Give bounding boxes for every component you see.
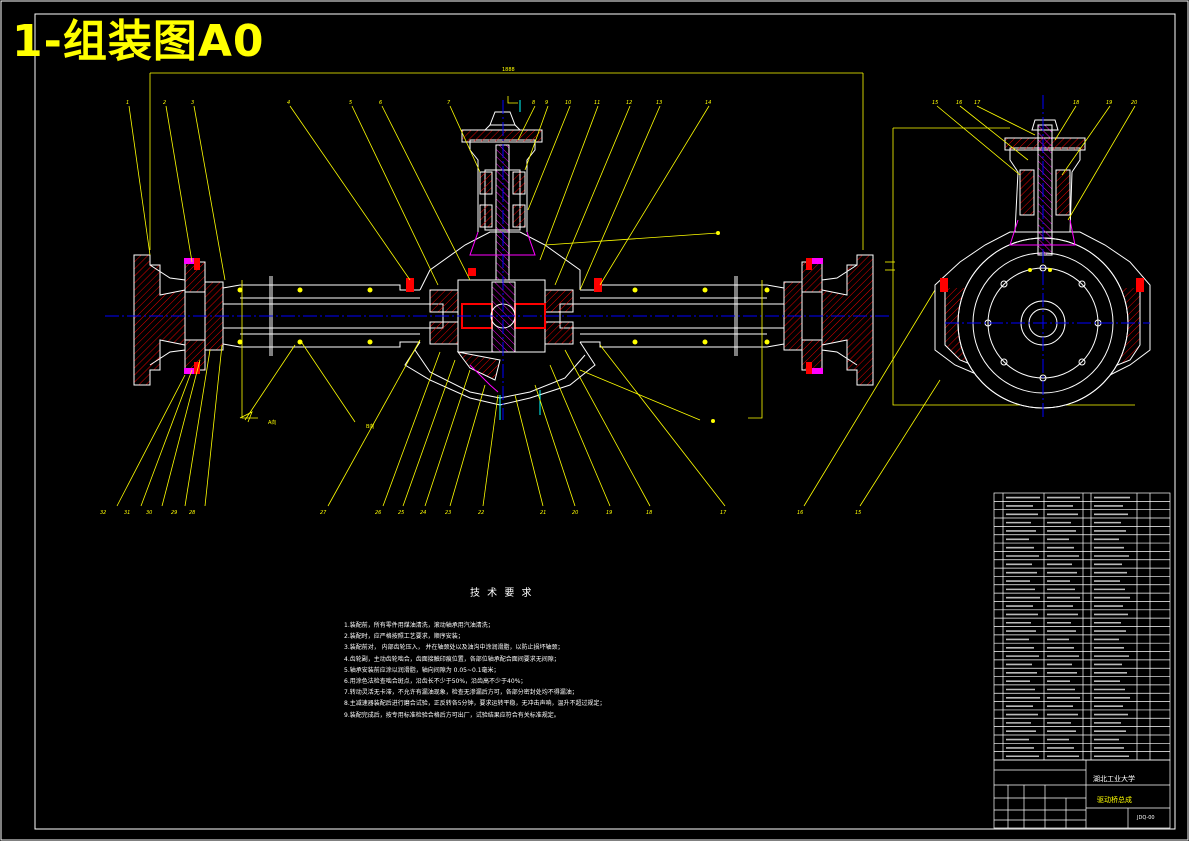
svg-text:23: 23 bbox=[445, 510, 451, 516]
svg-text:9: 9 bbox=[545, 100, 548, 106]
svg-text:28: 28 bbox=[189, 510, 195, 516]
title-block-drawing-name: 驱动桥总成 bbox=[1097, 796, 1132, 804]
leader-lines-bottom bbox=[116, 289, 941, 507]
svg-text:5: 5 bbox=[349, 100, 352, 106]
requirement-item: 2.装配时，应严格按照工艺要求，顺序安装； bbox=[344, 633, 464, 641]
svg-text:15: 15 bbox=[855, 510, 861, 516]
side-view bbox=[892, 95, 1151, 420]
svg-text:A向: A向 bbox=[268, 419, 276, 426]
svg-text:15: 15 bbox=[932, 100, 938, 106]
svg-text:16: 16 bbox=[956, 100, 962, 106]
title-block bbox=[993, 759, 1171, 829]
svg-text:27: 27 bbox=[320, 510, 327, 516]
requirement-item: 4.齿轮副，主动齿轮啮合，齿面接触印痕位置，各部位轴承配合面间要求无间隙； bbox=[344, 655, 560, 663]
svg-text:25: 25 bbox=[398, 510, 404, 516]
svg-text:19: 19 bbox=[1106, 100, 1112, 106]
svg-text:3: 3 bbox=[191, 100, 194, 106]
svg-text:22: 22 bbox=[478, 510, 484, 516]
parts-list-table bbox=[993, 492, 1171, 761]
svg-text:24: 24 bbox=[420, 510, 426, 516]
svg-text:17: 17 bbox=[974, 100, 981, 106]
title-block-school: 湖北工业大学 bbox=[1093, 775, 1135, 783]
leader-lines-top bbox=[128, 105, 719, 423]
requirements-list: 1.装配前，所有零件用煤油清洗，滚动轴承用汽油清洗； 2.装配时，应严格按照工艺… bbox=[344, 620, 764, 721]
title-block-drawing-number: JDQ-00 bbox=[1137, 815, 1155, 821]
requirements-title: 技 术 要 求 bbox=[470, 588, 534, 599]
requirement-item: 1.装配前，所有零件用煤油清洗，滚动轴承用汽油清洗； bbox=[344, 622, 494, 629]
inner-border bbox=[34, 13, 1176, 830]
requirement-item: 3.装配前对， 内部齿轮压入， 并在轴颈处以及油沟中涂润滑脂，以防止损坏轴颈； bbox=[344, 644, 564, 652]
svg-text:30: 30 bbox=[146, 510, 152, 516]
svg-text:31: 31 bbox=[124, 510, 130, 516]
svg-text:6: 6 bbox=[379, 100, 382, 106]
svg-text:29: 29 bbox=[171, 510, 177, 516]
requirement-item: 8.主减速器装配后进行磨合试验，正反转各5分钟，要求运转平稳，无冲击声响，温升不… bbox=[344, 700, 606, 708]
svg-text:18: 18 bbox=[1073, 100, 1079, 106]
drawing-title: 1-组装图A0 bbox=[12, 16, 265, 67]
svg-text:16: 16 bbox=[797, 510, 803, 516]
svg-text:26: 26 bbox=[375, 510, 381, 516]
requirement-item: 6.用涂色法检查啮合斑点，沿齿长不少于50%，沿齿高不少于40%； bbox=[344, 678, 527, 686]
svg-text:18: 18 bbox=[646, 510, 652, 516]
svg-text:20: 20 bbox=[572, 510, 578, 516]
svg-text:14: 14 bbox=[705, 100, 711, 106]
leader-lines-side bbox=[936, 105, 1136, 221]
svg-text:7: 7 bbox=[447, 100, 451, 106]
svg-text:12: 12 bbox=[626, 100, 632, 106]
svg-text:20: 20 bbox=[1131, 100, 1137, 106]
requirement-item: 5.轴承安装前应涂以润滑脂，轴向间隙为 0.05~0.1毫米； bbox=[344, 666, 500, 674]
requirement-item: 7.转动灵活无卡滞，不允许有漏油现象，检查无渗漏后方可，各部分密封处均不得漏油； bbox=[344, 689, 578, 697]
leader-dots-top bbox=[711, 231, 720, 423]
requirement-item: 9.装配完成后，按专用标准检验合格后方可出厂，试验结果应符合有关标准规定。 bbox=[344, 711, 560, 719]
svg-text:32: 32 bbox=[100, 510, 106, 516]
svg-text:1: 1 bbox=[126, 100, 129, 106]
svg-text:13: 13 bbox=[656, 100, 662, 106]
svg-text:1888: 1888 bbox=[502, 67, 515, 73]
front-section-view: 1888 bbox=[105, 67, 895, 430]
svg-text:10: 10 bbox=[565, 100, 571, 106]
svg-text:11: 11 bbox=[594, 100, 600, 106]
svg-text:17: 17 bbox=[720, 510, 727, 516]
svg-text:19: 19 bbox=[606, 510, 612, 516]
svg-text:4: 4 bbox=[287, 100, 290, 106]
svg-text:21: 21 bbox=[540, 510, 546, 516]
svg-text:2: 2 bbox=[163, 100, 166, 106]
svg-text:B向: B向 bbox=[366, 423, 374, 430]
svg-text:8: 8 bbox=[532, 100, 535, 106]
